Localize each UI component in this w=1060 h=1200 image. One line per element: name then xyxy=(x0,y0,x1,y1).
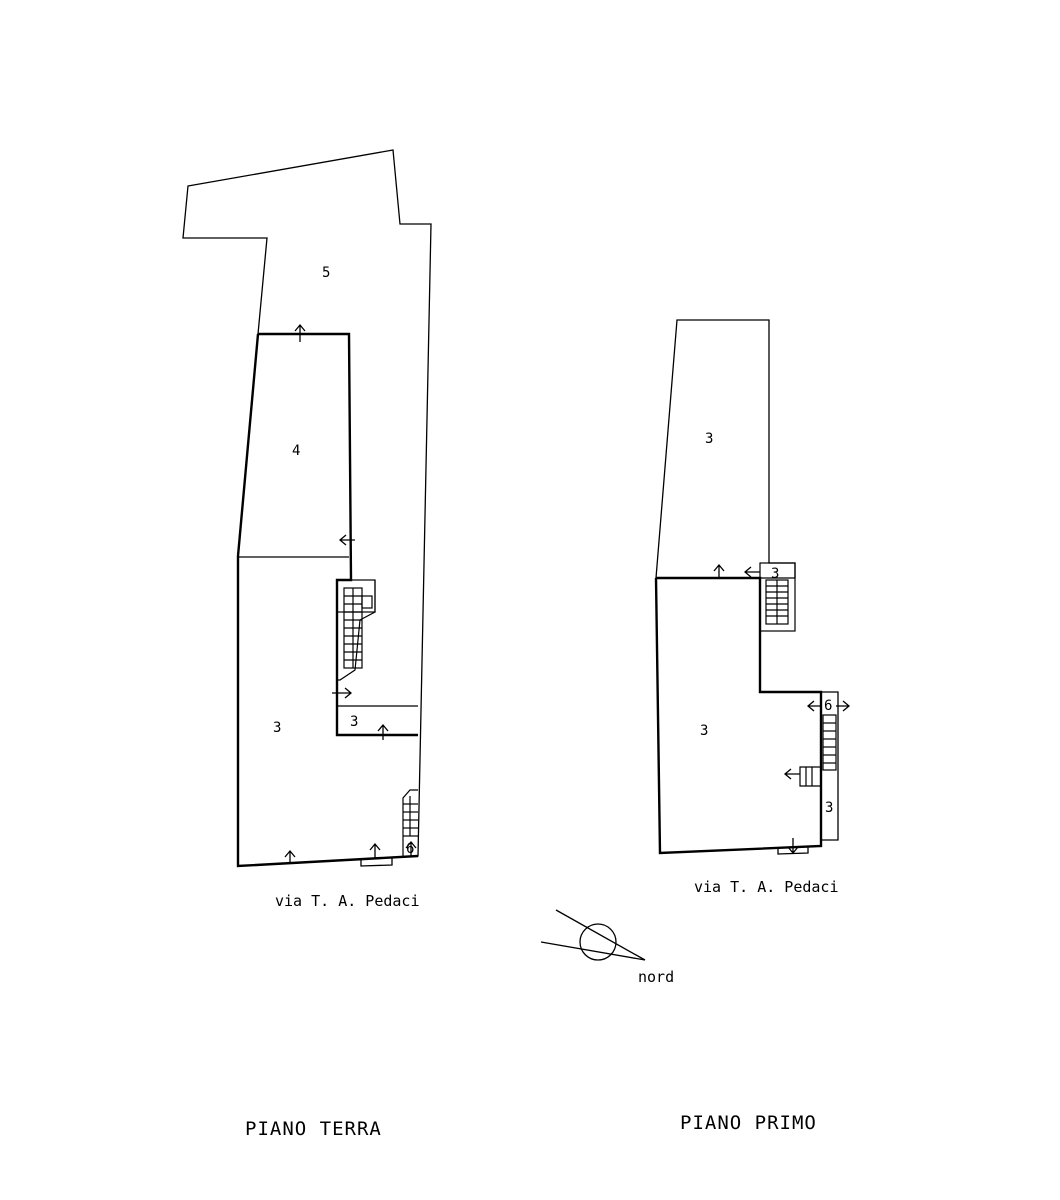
ground-floor-street-label: via T. A. Pedaci xyxy=(275,892,420,910)
first-floor-street-label: via T. A. Pedaci xyxy=(694,878,839,896)
first-room-3-stair-label: 3 xyxy=(771,566,779,582)
compass-north-label: nord xyxy=(638,968,674,986)
ground-floor-outline xyxy=(182,149,432,867)
compass-needle-lower xyxy=(540,941,646,961)
first-room-3-top-label: 3 xyxy=(705,431,713,447)
first-floor-door-arrows xyxy=(713,563,851,855)
first-floor-upper-stair xyxy=(759,562,796,632)
ground-floor-inner-wall-left xyxy=(236,333,260,557)
first-room-6-label: 6 xyxy=(824,698,832,714)
first-floor-upper-room xyxy=(655,319,796,579)
north-compass: nord xyxy=(540,909,674,986)
ground-floor-building-wall xyxy=(258,332,418,737)
ground-room-5-label: 5 xyxy=(322,265,330,281)
first-floor-building-wall xyxy=(654,576,823,855)
ground-floor-small-stair xyxy=(402,789,418,856)
ground-floor-title: PIANO TERRA xyxy=(245,1118,382,1140)
first-floor-plan: 3 3 3 3 6 via T. A. Pedaci xyxy=(654,319,851,896)
ground-room-4-label: 4 xyxy=(292,443,300,459)
first-floor-side-strip xyxy=(821,691,839,841)
first-floor-side-stair xyxy=(799,714,837,787)
ground-floor-front-wall xyxy=(236,556,419,868)
ground-floor-threshold xyxy=(360,858,393,867)
first-room-3-main-label: 3 xyxy=(700,723,708,739)
compass-circle xyxy=(579,923,617,961)
ground-floor-door-arrows xyxy=(284,323,417,864)
ground-room-3-main-label: 3 xyxy=(273,720,281,736)
ground-floor-main-stair xyxy=(336,579,376,681)
ground-floor-plan: 5 4 3 3 6 via T. A. Pedaci xyxy=(182,149,432,910)
compass-needle-upper xyxy=(555,909,646,961)
ground-room-3-small-label: 3 xyxy=(350,714,358,730)
first-room-3-side-label: 3 xyxy=(825,800,833,816)
first-floor-title: PIANO PRIMO xyxy=(680,1112,817,1134)
ground-room-6-label: 6 xyxy=(406,841,414,857)
